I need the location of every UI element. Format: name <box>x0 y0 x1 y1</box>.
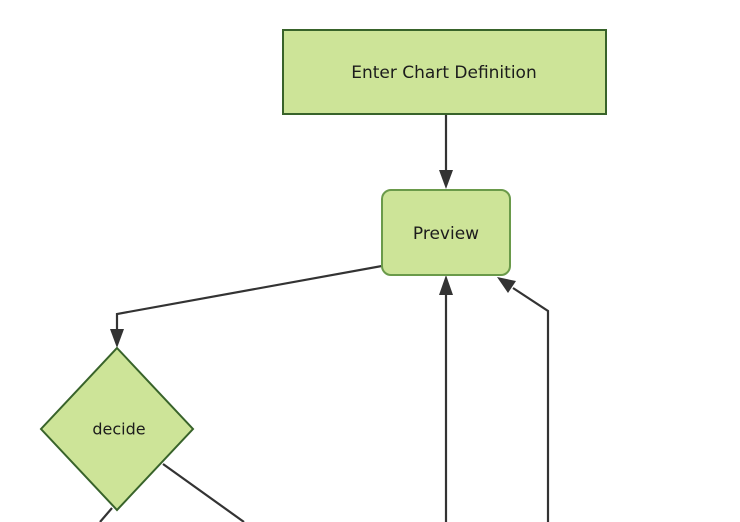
node-rounded-rectangle <box>381 189 511 276</box>
arrow-head-icon <box>110 329 124 348</box>
edge-return-right-to-preview <box>497 277 550 522</box>
arrow-head-icon <box>439 275 453 295</box>
edge-line <box>162 463 245 522</box>
arrow-head-icon <box>439 170 453 189</box>
edge-enter-to-preview <box>439 114 453 189</box>
node-label-enter: Enter Chart Definition <box>351 63 536 83</box>
node-diamond <box>39 346 195 512</box>
edge-return-center-to-preview <box>439 275 453 522</box>
edge-preview-to-decide <box>110 264 383 348</box>
node-enter-chart-definition[interactable]: Enter Chart Definition <box>282 29 607 115</box>
node-decide[interactable]: decide <box>39 346 195 512</box>
edge-decide-branch-left <box>99 507 113 522</box>
node-label-decide: decide <box>92 420 145 439</box>
edge-line <box>115 264 383 331</box>
node-preview[interactable]: Preview <box>381 189 511 276</box>
edge-line <box>512 287 550 522</box>
edge-decide-branch-right <box>162 463 245 522</box>
edge-line <box>99 507 113 522</box>
node-label-preview: Preview <box>413 224 479 244</box>
node-rectangle <box>282 29 607 115</box>
arrow-head-icon <box>497 277 516 293</box>
